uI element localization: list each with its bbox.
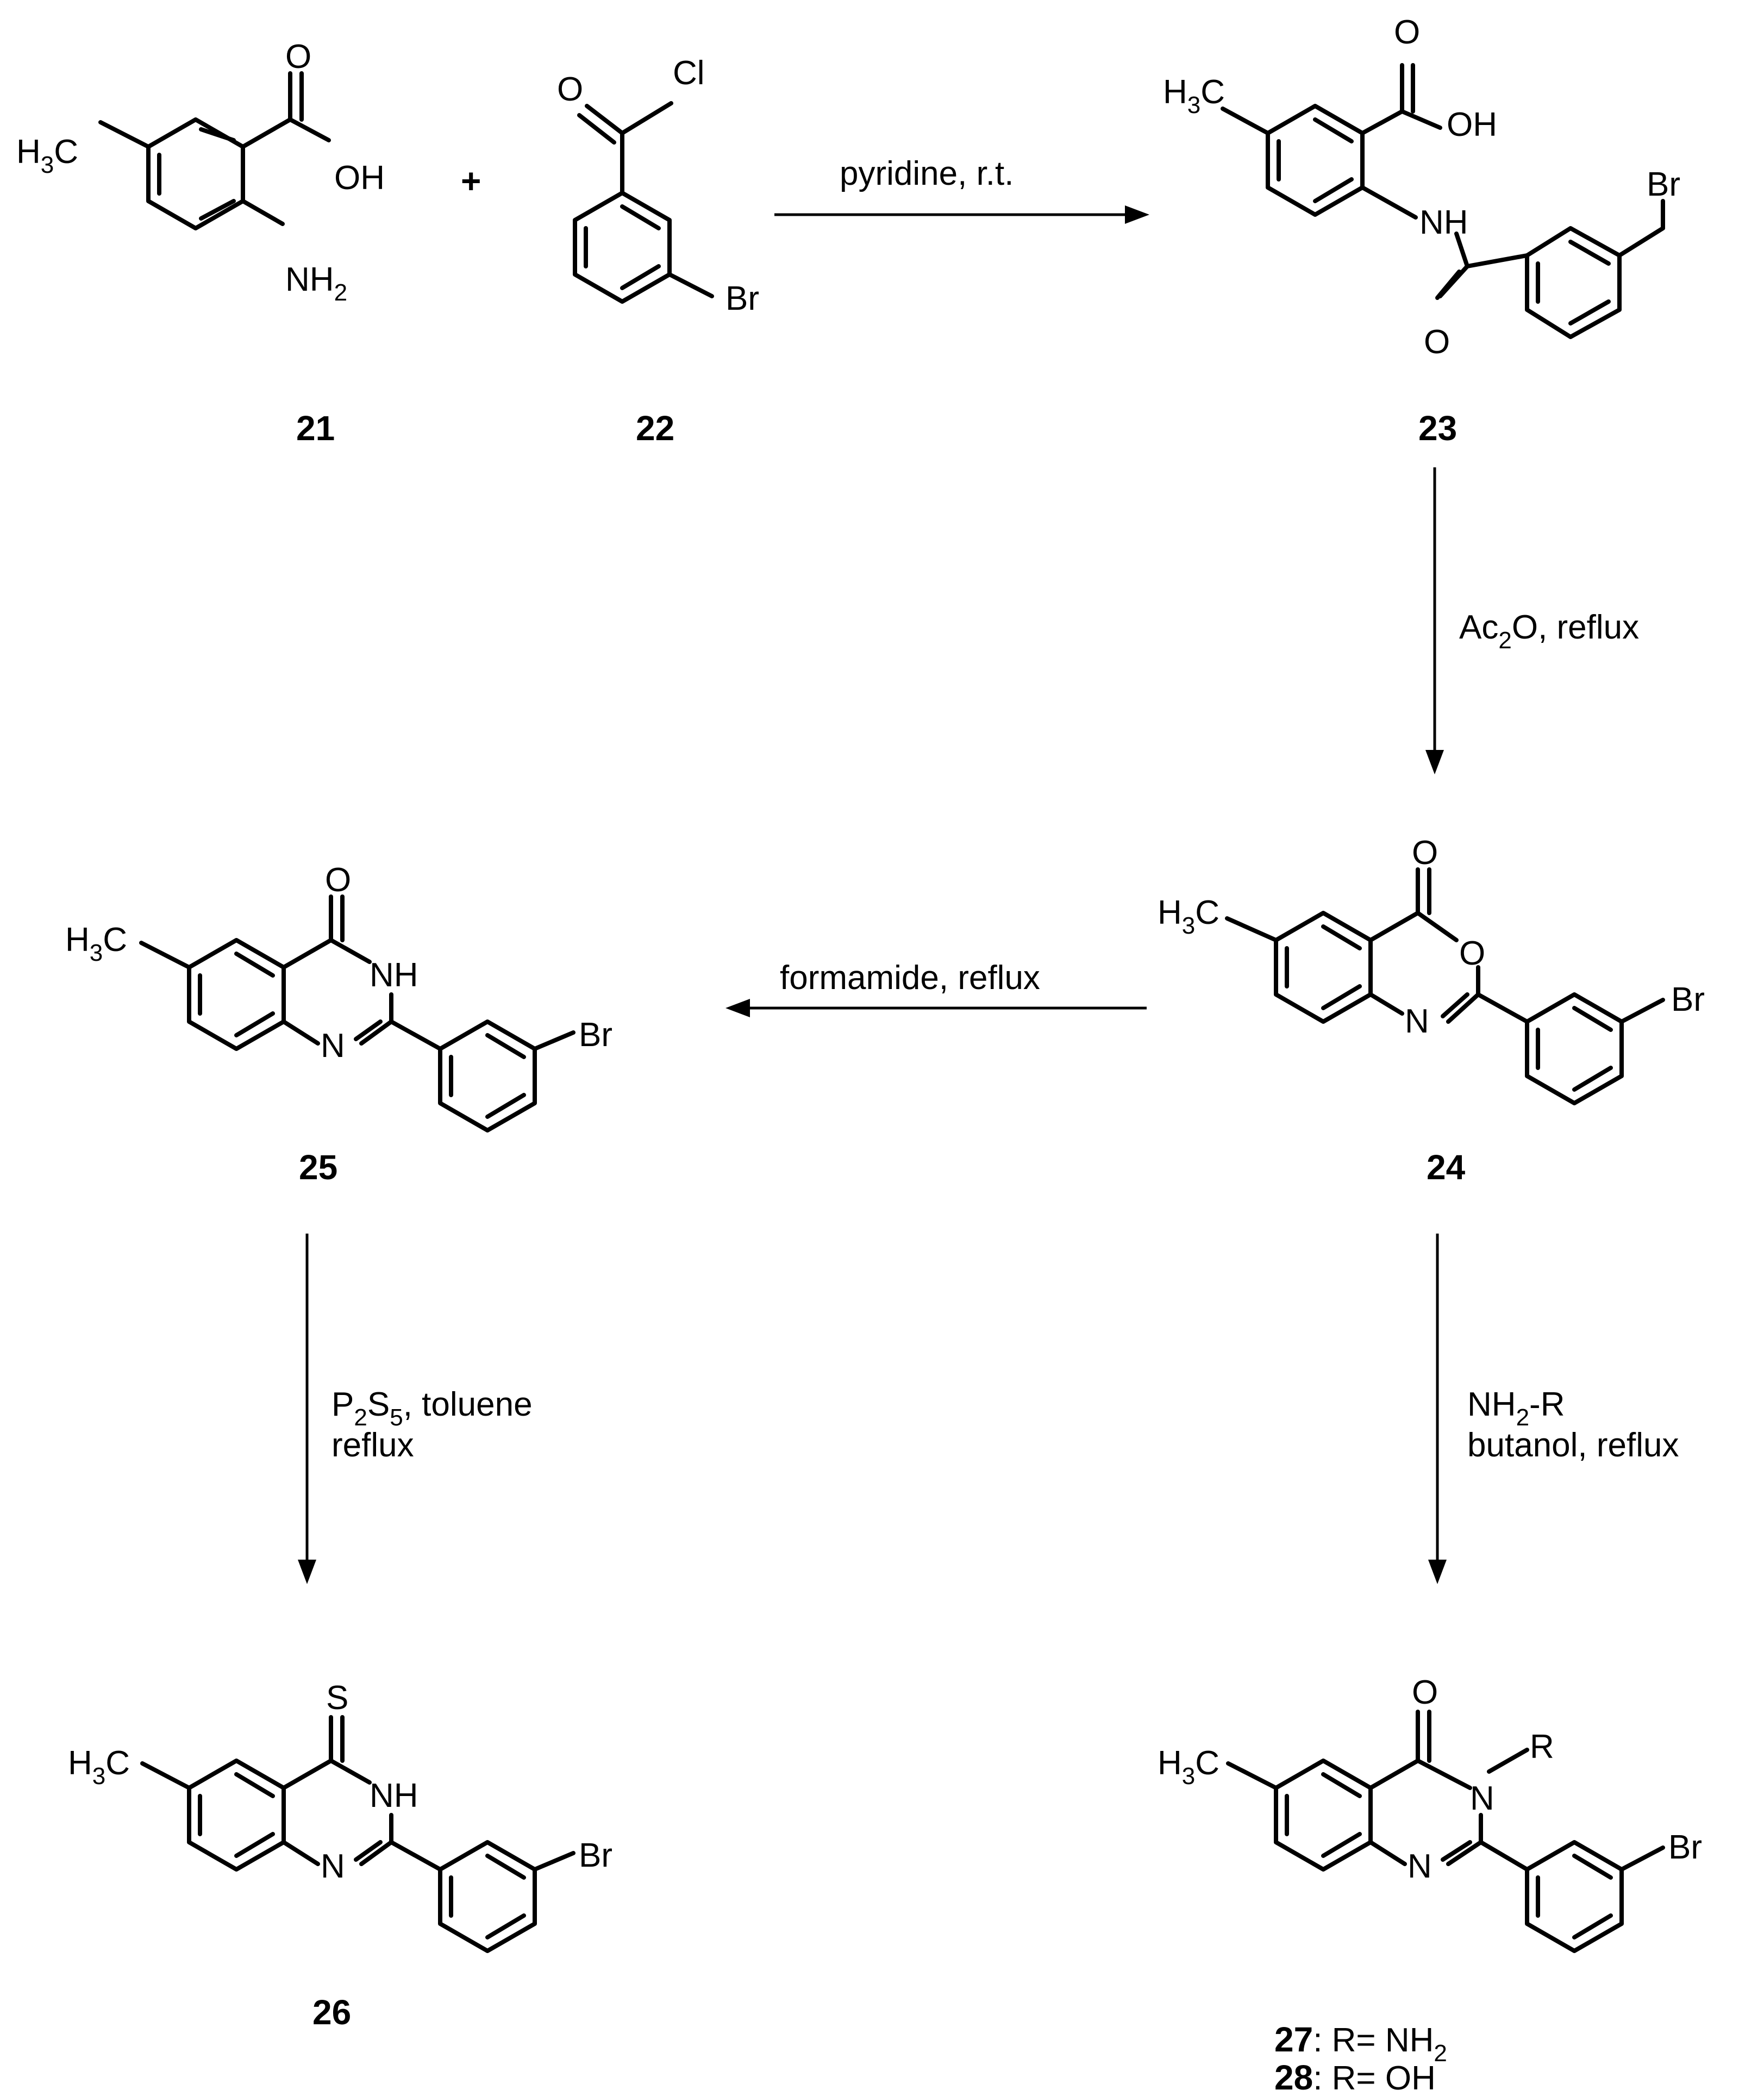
ring-n-label: N (321, 1027, 345, 1065)
carboxyl-o-label: O (1394, 14, 1420, 51)
condition-step-1: pyridine, r.t. (840, 155, 1014, 192)
condition-step-4-line-2: reflux (331, 1426, 414, 1464)
plus-sign: + (461, 161, 481, 201)
methyl-label: H3C (65, 921, 127, 966)
lactam-nh-label: NH (370, 956, 418, 994)
compound-23: H3C O OH NH O Br (1163, 14, 1680, 361)
condition-step-2: Ac2O, reflux (1459, 609, 1639, 654)
compound-27-caption: 27: R= NH2 (1274, 2020, 1447, 2067)
compound-label-23: 23 (1418, 409, 1457, 448)
thione-s-label: S (326, 1679, 348, 1717)
bromine-label: Br (1668, 1829, 1702, 1866)
arrow-step-2 (1425, 467, 1444, 774)
methyl-label: H3C (1158, 894, 1219, 939)
methyl-label: H3C (68, 1744, 130, 1790)
methyl-label: H3C (1158, 1744, 1219, 1790)
carbonyl-o-label: O (1412, 834, 1438, 872)
condition-step-5-line-1: NH2-R (1467, 1386, 1565, 1431)
amide-nh-label: NH (1419, 204, 1468, 241)
compound-label-21: 21 (296, 409, 335, 448)
bromine-label: Br (1647, 166, 1680, 203)
bromine-label: Br (1671, 981, 1705, 1018)
hydroxyl-label: OH (1447, 106, 1497, 143)
ring-n-label: N (321, 1848, 345, 1885)
carbonyl-o-label: O (325, 861, 351, 899)
compound-label-26: 26 (312, 1993, 351, 2032)
ring-n-label: N (1405, 1003, 1429, 1040)
hydroxyl-label: OH (334, 159, 385, 197)
methyl-label: H3C (16, 133, 78, 178)
compound-28-caption: 28: R= OH (1274, 2058, 1436, 2096)
ring-n3-label: N (1470, 1780, 1494, 1817)
compound-label-24: 24 (1427, 1148, 1466, 1187)
arrow-step-4 (298, 1234, 316, 1584)
ring-n1-label: N (1408, 1848, 1432, 1885)
compound-26: H3C S NH N Br (68, 1679, 612, 1953)
carbonyl-o-label: O (1412, 1674, 1438, 1711)
carbonyl-o-label: O (285, 38, 311, 76)
bromine-label: Br (579, 1837, 612, 1874)
bromine-label: Br (579, 1016, 612, 1054)
bromine-label: Br (725, 280, 759, 317)
compound-25: H3C O NH N Br (65, 861, 612, 1133)
compound-22: O Cl Br (557, 54, 759, 317)
compound-label-25: 25 (299, 1148, 337, 1187)
condition-step-5-line-2: butanol, reflux (1467, 1426, 1679, 1464)
compound-21: H3C O OH NH2 (16, 38, 385, 306)
r-group-label: R (1530, 1728, 1554, 1766)
thiolactam-nh-label: NH (370, 1777, 418, 1815)
acyl-o-label: O (557, 71, 583, 108)
arrow-step-3 (725, 999, 1147, 1017)
condition-step-4-line-1: P2S5, toluene (331, 1386, 533, 1431)
amide-o-label: O (1424, 323, 1450, 361)
compound-label-22: 22 (636, 409, 674, 448)
methyl-label: H3C (1163, 73, 1225, 118)
compound-24: H3C O O N Br (1158, 834, 1705, 1105)
amine-label: NH2 (285, 261, 347, 306)
arrow-step-5 (1428, 1234, 1447, 1584)
compound-27-28: H3C O N R N Br (1158, 1674, 1702, 1953)
ring-o-label: O (1459, 935, 1485, 972)
condition-step-3: formamide, reflux (780, 959, 1040, 997)
chloride-label: Cl (673, 54, 705, 92)
arrow-step-1 (774, 205, 1149, 224)
